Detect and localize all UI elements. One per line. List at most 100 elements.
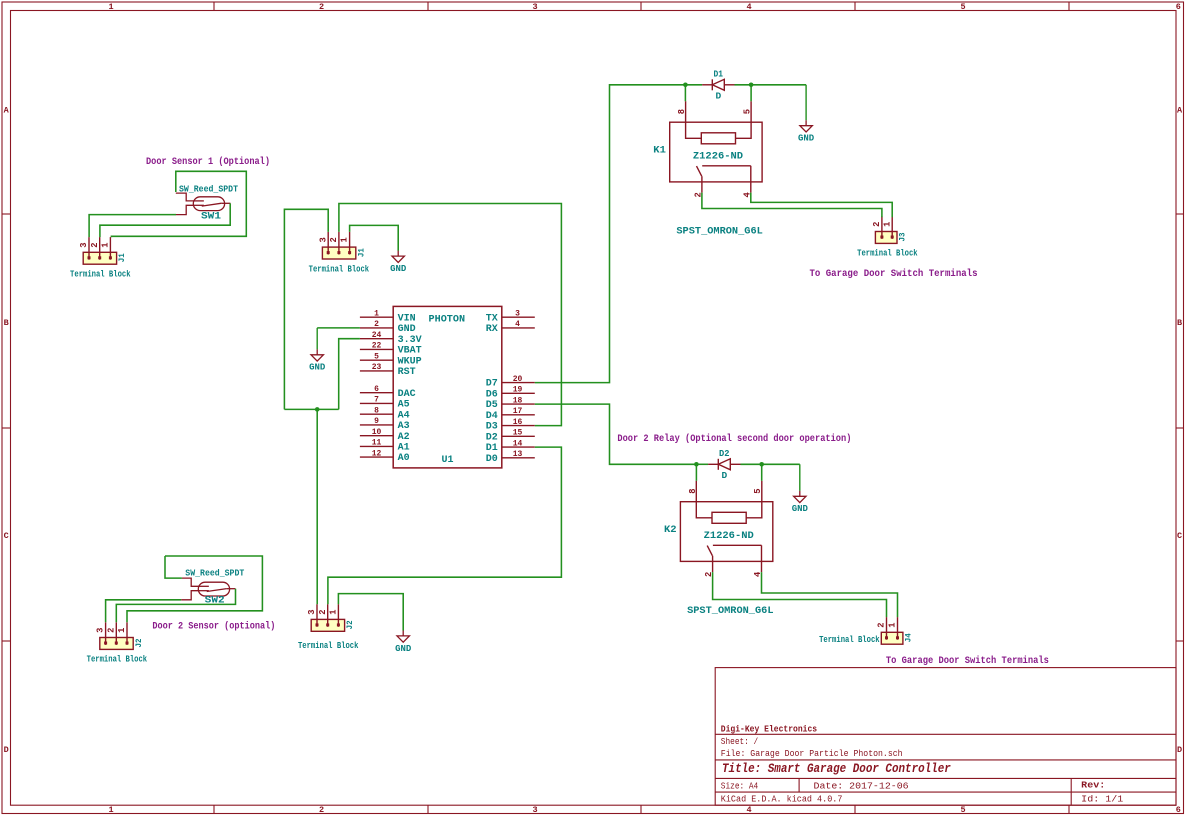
svg-text:U1: U1 [441,455,453,466]
svg-text:Terminal Block: Terminal Block [857,249,918,259]
svg-text:13: 13 [513,450,523,459]
svg-text:3: 3 [532,2,537,12]
svg-text:2: 2 [704,572,714,577]
svg-text:6: 6 [1176,2,1181,12]
svg-text:2: 2 [877,622,887,627]
svg-text:A1: A1 [398,443,410,454]
svg-text:Size: A4: Size: A4 [721,781,758,791]
svg-text:A4: A4 [398,410,410,421]
svg-text:SPST_OMRON_G6L: SPST_OMRON_G6L [676,226,762,238]
svg-text:GND: GND [395,644,412,654]
svg-text:1: 1 [882,222,892,227]
svg-text:KiCad E.D.A. kicad 4.0.7: KiCad E.D.A. kicad 4.0.7 [721,795,843,805]
svg-text:Door 2 Relay (Optional second: Door 2 Relay (Optional second door opera… [617,433,851,445]
svg-text:D2: D2 [486,432,498,443]
svg-text:1: 1 [117,628,127,633]
svg-text:WKUP: WKUP [398,356,422,367]
svg-text:K1: K1 [653,145,666,157]
svg-text:A3: A3 [398,421,410,432]
svg-text:Digi-Key Electronics: Digi-Key Electronics [721,725,817,735]
svg-text:C: C [4,531,9,541]
svg-text:3.3V: 3.3V [398,335,422,346]
svg-text:VBAT: VBAT [398,346,422,357]
svg-text:14: 14 [513,439,523,448]
svg-text:20: 20 [513,375,523,384]
svg-text:Id: 1/1: Id: 1/1 [1081,795,1123,805]
svg-text:4: 4 [753,571,763,577]
svg-text:2: 2 [318,610,328,615]
svg-text:D: D [721,470,727,481]
svg-text:D0: D0 [486,454,498,465]
svg-text:24: 24 [372,331,382,340]
svg-text:16: 16 [513,418,523,427]
svg-text:4: 4 [746,2,751,12]
svg-text:RST: RST [398,367,416,378]
svg-text:D5: D5 [486,400,498,411]
svg-text:A5: A5 [398,400,410,411]
svg-text:11: 11 [372,439,382,448]
svg-text:Rev:: Rev: [1081,781,1105,791]
svg-text:D: D [715,91,721,102]
svg-text:GND: GND [792,504,809,514]
svg-text:23: 23 [372,363,382,372]
svg-text:D2: D2 [719,448,730,459]
svg-text:GND: GND [398,324,416,335]
svg-text:K2: K2 [664,524,677,536]
svg-text:J3: J3 [898,233,908,242]
svg-text:D7: D7 [486,379,498,390]
svg-text:Sheet: /: Sheet: / [721,737,758,747]
svg-text:2: 2 [319,2,324,12]
svg-text:Z1226-ND: Z1226-ND [693,151,743,163]
svg-text:2: 2 [90,242,100,247]
svg-text:10: 10 [372,428,382,437]
svg-text:GND: GND [390,264,407,274]
svg-text:Terminal Block: Terminal Block [70,270,131,280]
svg-text:Door 2 Sensor (optional): Door 2 Sensor (optional) [152,621,275,633]
svg-text:PHOTON: PHOTON [429,315,466,326]
svg-text:5: 5 [960,805,965,815]
svg-text:1: 1 [108,805,113,815]
svg-text:1: 1 [329,610,339,615]
svg-text:B: B [1177,318,1182,328]
svg-text:Z1226-ND: Z1226-ND [704,530,754,542]
svg-text:8: 8 [688,489,698,494]
svg-text:22: 22 [372,342,382,351]
svg-text:1: 1 [108,2,113,12]
svg-text:B: B [4,318,9,328]
svg-text:Terminal Block: Terminal Block [298,641,359,651]
svg-text:Terminal Block: Terminal Block [819,635,880,645]
svg-text:Terminal Block: Terminal Block [309,265,370,275]
svg-text:3: 3 [307,610,317,615]
svg-text:18: 18 [513,396,523,405]
svg-text:To Garage Door Switch Terminal: To Garage Door Switch Terminals [810,268,978,280]
svg-text:D1: D1 [486,443,498,454]
svg-text:4: 4 [515,320,520,329]
svg-text:Terminal Block: Terminal Block [87,655,148,665]
svg-text:17: 17 [513,407,523,416]
svg-text:3: 3 [96,628,106,633]
svg-text:2: 2 [872,222,882,227]
svg-text:GND: GND [798,134,815,144]
svg-text:D6: D6 [486,389,498,400]
svg-text:D3: D3 [486,422,498,433]
svg-text:2: 2 [329,237,339,242]
svg-text:6: 6 [1176,805,1181,815]
svg-text:TX: TX [486,313,498,324]
svg-text:D: D [4,745,9,755]
svg-text:5: 5 [960,2,965,12]
svg-text:2: 2 [319,805,324,815]
svg-text:2: 2 [693,192,703,197]
svg-text:1: 1 [340,237,350,242]
svg-text:J2: J2 [134,639,144,648]
svg-text:6: 6 [374,385,379,394]
svg-text:4: 4 [746,805,751,815]
svg-text:1: 1 [101,242,111,247]
svg-text:File: Garage Door Particle Pho: File: Garage Door Particle Photon.sch [721,749,903,759]
svg-text:A0: A0 [398,453,410,464]
svg-text:SPST_OMRON_G6L: SPST_OMRON_G6L [687,605,773,617]
svg-text:4: 4 [742,192,752,198]
svg-text:A: A [1177,105,1183,115]
svg-text:8: 8 [677,109,687,114]
svg-text:2: 2 [106,628,116,633]
svg-text:SW_Reed_SPDT: SW_Reed_SPDT [185,568,244,579]
